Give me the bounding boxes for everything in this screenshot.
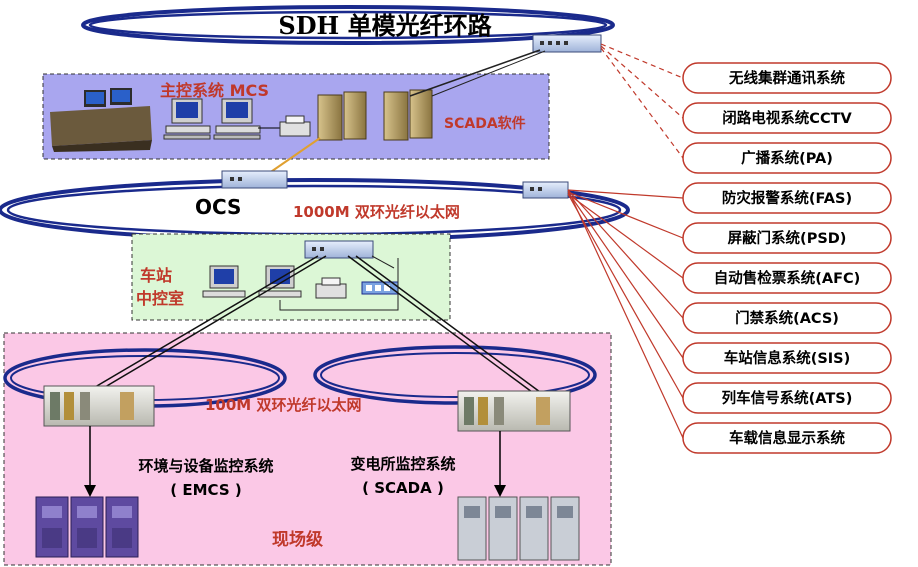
subsystem-box [682,62,892,94]
subsystem-item: 列车信号系统(ATS) [682,382,892,414]
subsystem-item: 车站信息系统(SIS) [682,342,892,374]
scada-software-label: SCADA软件 [444,115,526,132]
subsystem-label: 门禁系统(ACS) [735,309,839,327]
printer-icon [315,277,347,299]
subsystem-item: 自动售检票系统(AFC) [682,262,892,294]
plc-rack-icon [43,385,155,427]
workstation-icon [163,98,211,140]
plc-rack-icon [457,390,571,432]
station-label-line2: 中控室 [136,289,184,308]
subsystem-link [600,43,684,79]
subsystem-label: 防灾报警系统(FAS) [722,189,852,207]
subsystem-label: 广播系统(PA) [741,149,833,167]
subsystem-label: 无线集群通讯系统 [729,69,845,87]
subsystem-link [567,189,684,199]
workstation-icon [202,265,246,298]
hub-icon [361,281,399,295]
scada-abbr: ( SCADA ) [362,479,444,497]
switchgear-cabinet-icon [457,496,580,561]
network-switch-icon [532,34,602,53]
server-icon [317,91,367,141]
subsystem-link [600,47,684,159]
subsystem-box [682,342,892,374]
field-ring-right [313,345,597,405]
ocs-network-label: 1000M 双环光纤以太网 [293,203,460,221]
sdh-ring [81,5,615,45]
emcs-name: 环境与设备监控系统 [138,457,273,475]
subsystem-label: 屏蔽门系统(PSD) [728,229,847,247]
control-console-icon [50,88,152,152]
field-network-label: 100M 双环光纤以太网 [205,396,361,414]
network-switch-icon [221,170,288,189]
network-switch-icon [522,181,569,199]
subsystem-link [567,191,684,239]
subsystem-link [567,189,684,439]
subsystem-box [682,182,892,214]
subsystem-link [600,45,684,119]
subsystem-box [682,102,892,134]
subsystem-box [682,382,892,414]
station-plc-links [89,255,541,393]
subsystem-box [682,302,892,334]
workstation-icon [213,98,261,140]
subsystem-item: 无线集群通讯系统 [682,62,892,94]
subsystem-box [682,262,892,294]
subsystem-box [682,422,892,454]
station-links [279,255,399,311]
subsystem-item: 广播系统(PA) [682,142,892,174]
mcs-label: 主控系统 MCS [160,81,269,100]
network-switch-icon [304,240,374,259]
subsystem-item: 车载信息显示系统 [682,422,892,454]
subsystem-label: 车站信息系统(SIS) [724,349,851,367]
subsystem-label: 自动售检票系统(AFC) [714,269,861,287]
subsystem-box [682,142,892,174]
sdh-server-links [409,49,546,97]
subsystem-item: 防灾报警系统(FAS) [682,182,892,214]
subsystem-link [567,193,684,399]
subsystem-item: 屏蔽门系统(PSD) [682,222,892,254]
subsystem-link [567,191,684,359]
subsystem-label: 车载信息显示系统 [729,429,845,447]
subsystem-link [567,193,684,279]
ocs-label: OCS [195,195,241,219]
subsystem-link [567,189,684,319]
scada-name: 变电所监控系统 [350,455,455,473]
subsystem-label: 列车信号系统(ATS) [722,389,853,407]
subsystem-box [682,222,892,254]
subsystem-item: 闭路电视系统CCTV [682,102,892,134]
station-label-line1: 车站 [140,266,172,285]
subsystem-label: 闭路电视系统CCTV [722,109,852,127]
sdh-ring-label: SDH 单模光纤环路 [278,11,492,40]
field-level-label: 现场级 [272,529,323,550]
switchgear-cabinet-icon [35,496,139,558]
printer-icon [258,115,311,137]
emcs-abbr: ( EMCS ) [170,481,241,499]
server-icon [383,89,433,141]
subsystem-item: 门禁系统(ACS) [682,302,892,334]
subsystem-links [567,43,684,439]
